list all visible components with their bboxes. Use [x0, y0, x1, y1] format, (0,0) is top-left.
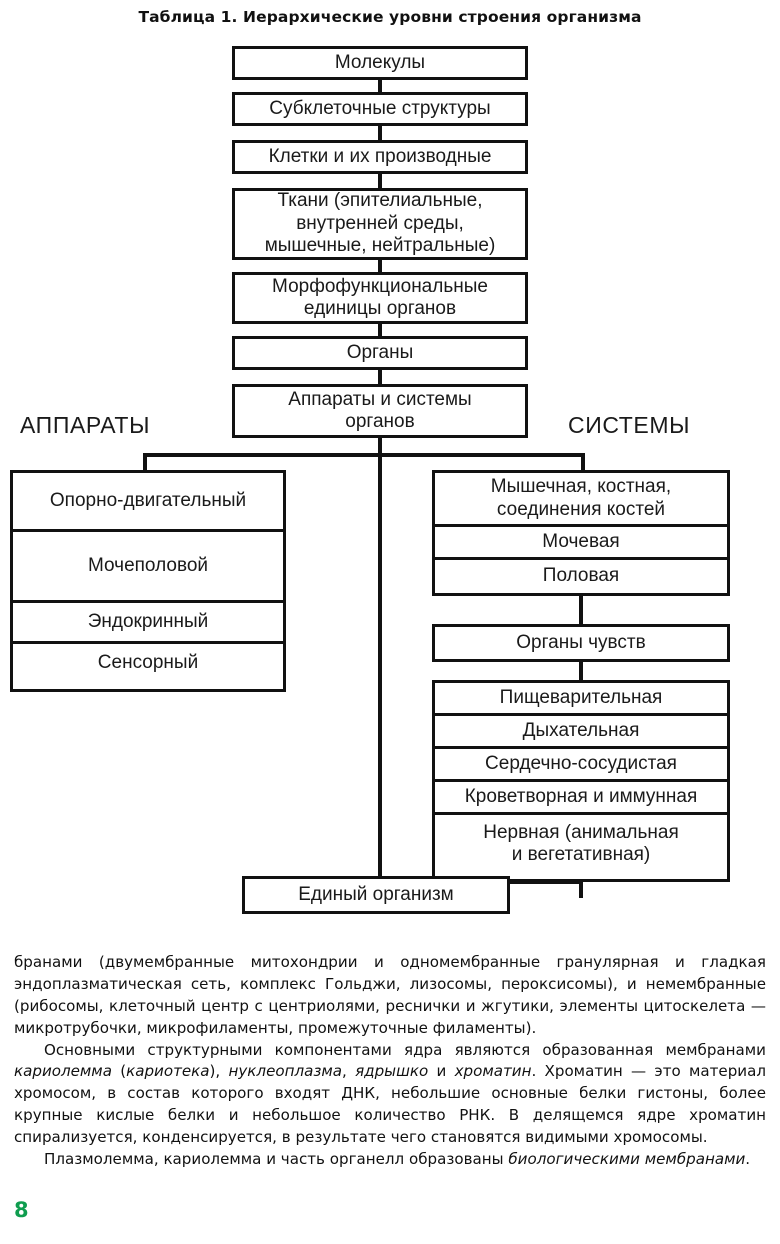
systems-item-nervous: Нервная (анимальная и вегетативная) [483, 821, 679, 865]
p2-seg6: . Хроматин — это материал хромосом, в со… [14, 1062, 766, 1146]
connector-branch-right-drop [581, 453, 585, 471]
systems-item-reproductive: Половая [542, 565, 620, 587]
apparatus-group: Опорно-двигательный Мочеполовой Эндокрин… [10, 470, 286, 692]
systems-group-middle: Органы чувств [432, 624, 730, 662]
p2-em-nucleoplasm: нуклеоплазма [228, 1062, 343, 1081]
systems-item-sense-organs: Органы чувств [516, 631, 646, 653]
branch-label-apparatus: АППАРАТЫ [20, 412, 151, 438]
p2-seg5: и [428, 1062, 455, 1081]
systems-item-muscular-skeletal: Мышечная, костная, соединения костей [435, 473, 727, 527]
connector-systems-merge-drop [579, 882, 583, 898]
node-molecules: Молекулы [232, 46, 528, 80]
connector-systems-1 [579, 596, 583, 624]
p2-em-nucleolus: ядрышко [355, 1062, 429, 1081]
p2-seg1: Основными структурными компонентами ядра… [44, 1040, 766, 1059]
node-organs: Органы [232, 336, 528, 370]
systems-item-cardiovascular: Сердечно-сосудистая [435, 749, 727, 782]
p2-seg3: ), [209, 1062, 229, 1081]
connector-chain-2 [378, 124, 382, 140]
connector-chain-6 [378, 368, 382, 384]
connector-systems-2 [579, 662, 583, 680]
p2-em-kariolemma: кариолемма [14, 1062, 112, 1081]
node-single-organism: Единый организм [242, 876, 510, 914]
systems-item-hematopoietic-immune: Кроветворная и иммунная [435, 782, 727, 815]
page-number: 8 [14, 1198, 29, 1222]
node-cells-and-derivatives: Клетки и их производные [232, 140, 528, 174]
connector-chain-3 [378, 172, 382, 188]
systems-group-top: Мышечная, костная, соединения костей Моч… [432, 470, 730, 596]
node-tissues: Ткани (эпителиальные, внутренней среды, … [232, 188, 528, 260]
body-text: бранами (двумембранные митохондрии и одн… [14, 952, 766, 1171]
p2-em-chromatin: хроматин [454, 1062, 532, 1081]
connector-chain-1 [378, 76, 382, 92]
p2-seg4: , [342, 1062, 356, 1081]
p3-em-biological-membranes: биологическими мембранами [508, 1149, 746, 1168]
connector-branch-left-drop [143, 453, 147, 471]
systems-item-digestive: Пищеварительная [435, 683, 727, 716]
branch-label-systems: СИСТЕМЫ [568, 412, 691, 438]
connector-chain-5 [378, 320, 382, 336]
connector-chain-4 [378, 256, 382, 272]
systems-item-urinary: Мочевая [435, 527, 727, 560]
apparatus-item-sensory: Сенсорный [97, 652, 199, 674]
apparatus-item-locomotor: Опорно-двигательный [13, 473, 283, 532]
systems-item-respiratory: Дыхательная [435, 716, 727, 749]
paragraph-2: Основными структурными компонентами ядра… [14, 1040, 766, 1149]
paragraph-1: бранами (двумембранные митохондрии и одн… [14, 953, 766, 1037]
p2-seg2: ( [111, 1062, 127, 1081]
hierarchy-diagram: Молекулы Субклеточные структуры Клетки и… [0, 30, 780, 930]
p2-em-karioteka: кариотека [126, 1062, 210, 1081]
node-subcellular-structures: Субклеточные структуры [232, 92, 528, 126]
connector-center-trunk [378, 438, 382, 880]
connector-branch-bar [145, 453, 585, 457]
p3-seg1: Плазмолемма, кариолемма и часть органелл… [44, 1149, 509, 1168]
node-morphofunctional-units: Морфофункциональные единицы органов [232, 272, 528, 324]
node-apparatus-and-organ-systems: Аппараты и системы органов [232, 384, 528, 438]
systems-group-bottom: Пищеварительная Дыхательная Сердечно-сос… [432, 680, 730, 882]
apparatus-item-urogenital: Мочеполовой [13, 532, 283, 603]
paragraph-3: Плазмолемма, кариолемма и часть органелл… [14, 1149, 766, 1171]
apparatus-item-endocrine: Эндокринный [13, 603, 283, 644]
page-title: Таблица 1. Иерархические уровни строения… [138, 8, 642, 26]
p3-seg2: . [745, 1149, 751, 1168]
